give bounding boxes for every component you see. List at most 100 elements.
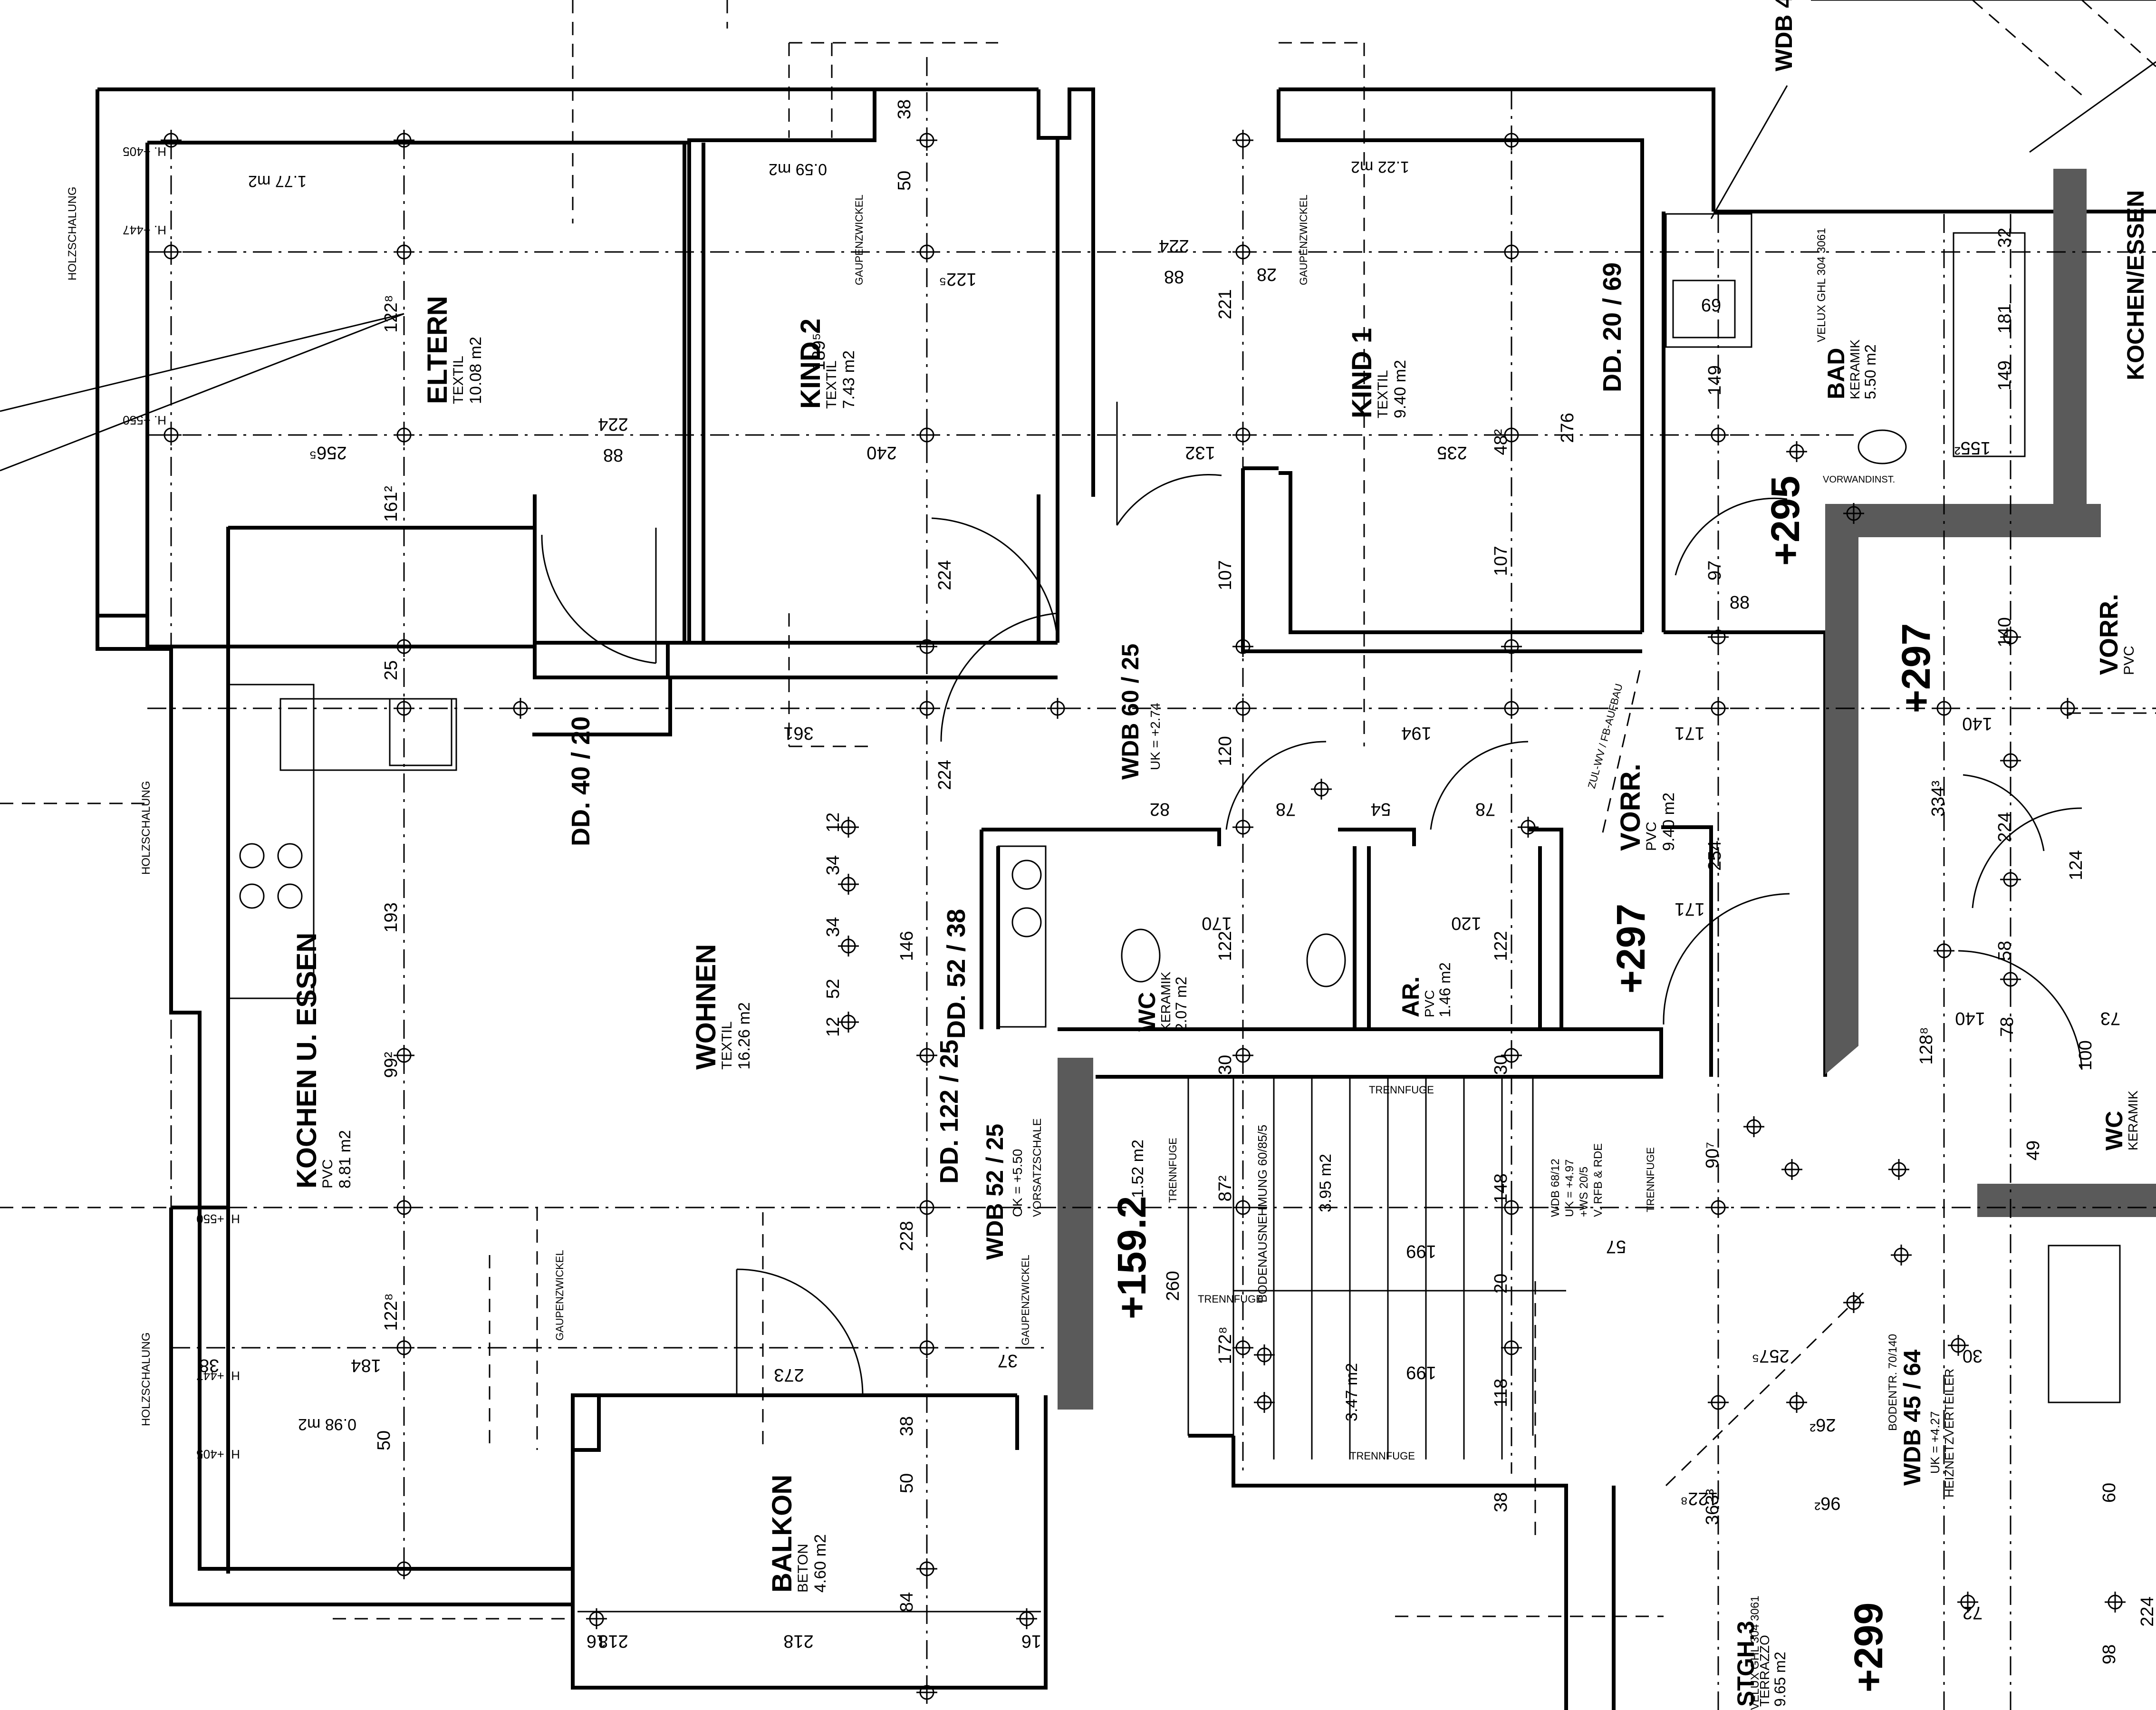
dimension-value: 224 <box>935 760 955 790</box>
roof-lines <box>0 0 2156 472</box>
dimension-value: 254 <box>1705 841 1725 870</box>
dimension-value: 218 <box>783 1631 813 1651</box>
dimension-value: 224 <box>935 560 955 590</box>
room-floor: TERRAZZO <box>1757 1635 1772 1707</box>
dimension-value: 107 <box>1215 560 1235 590</box>
dimension-value: 273 <box>774 1365 804 1385</box>
room-label-kochen: KOCHEN U. ESSEN PVC 8.81 m2 <box>291 933 354 1188</box>
bodenaussparung: BODENAUSNEHMUNG 60/85/5 <box>1255 1125 1270 1303</box>
dimension-value: 82 <box>1150 799 1170 819</box>
dimension-value: 87² <box>1215 1176 1235 1202</box>
dimension-value: 34 <box>823 855 843 875</box>
dimension-value: 78 <box>1997 1017 2017 1037</box>
dimension-value: 171 <box>1675 723 1704 743</box>
dimension-value: 20 <box>1491 1274 1511 1294</box>
gaupenzwickel-2: GAUPENZWICKEL <box>1298 194 1309 285</box>
dimension-value: 28 <box>1257 264 1277 284</box>
room-floor: TEXTIL <box>1375 370 1391 418</box>
opening-wdb-52-25: WDB 52 / 25 <box>982 1124 1008 1260</box>
dimension-value: 149 <box>1705 365 1725 395</box>
opening-dd-122-25: DD. 122 / 25 <box>935 1040 963 1184</box>
dimension-value: 88 <box>1730 593 1750 613</box>
room-floor: PVC <box>1644 821 1659 851</box>
dimension-value: 78 <box>1475 799 1495 819</box>
dimension-value: 228 <box>897 1221 917 1251</box>
dimension-value: 88 <box>1164 267 1184 287</box>
room-area: 5.50 m2 <box>1862 344 1879 399</box>
dimension-value: 60 <box>2099 1483 2119 1503</box>
dimension-value: 334³ <box>1928 781 1948 817</box>
room-area: 16.26 m2 <box>735 1002 753 1070</box>
dimension-value: 122⁸ <box>381 1293 401 1331</box>
dimension-value: 240 <box>866 443 896 463</box>
dimension-value: 16 <box>1021 1631 1041 1651</box>
room-name: WC <box>1134 992 1160 1032</box>
dimension-value: 12 <box>823 812 843 832</box>
dimension-value: 161² <box>381 486 401 522</box>
dimension-value: 120 <box>1451 913 1481 933</box>
dimension-value: 120 <box>1215 736 1235 766</box>
dimension-value: 98 <box>2099 1644 2119 1664</box>
dimension-value: 30 <box>1963 1346 1983 1366</box>
small-area-labels: 1.77 m2 0.59 m2 1.22 m2 0.98 m2 1.52 m2 … <box>248 158 1409 1433</box>
gaupenzwickel-1: GAUPENZWICKEL <box>853 194 865 285</box>
room-name: BALKON <box>767 1475 798 1593</box>
wdb-info-3: +WS 20/5 <box>1578 1167 1590 1217</box>
wdb-info-1: WDB 68/12 <box>1549 1159 1562 1217</box>
dimension-value: 12 <box>823 1017 843 1037</box>
level-159: +159.2 <box>1109 1196 1154 1319</box>
room-name: ELTERN <box>422 296 453 404</box>
room-name: STGH.3 <box>1732 1621 1759 1707</box>
dimension-value: 260 <box>1163 1271 1183 1301</box>
dimension-value: 97 <box>1705 560 1725 580</box>
dimension-value: 256⁵ <box>309 443 346 463</box>
dimension-value: 30 <box>1215 1055 1235 1075</box>
room-floor: KERAMIK <box>1848 339 1862 399</box>
dimension-value: 361 <box>783 723 813 743</box>
kitchen-fixtures <box>227 684 457 999</box>
velux-label: VELUX GHL 304 3061 <box>1815 228 1828 342</box>
room-floor: KERAMIK <box>1158 972 1173 1032</box>
dimension-value: 38 <box>897 1416 917 1436</box>
level-295: +295 <box>1763 476 1808 566</box>
dimension-value: 99² <box>381 1052 401 1078</box>
dimension-value: 132 <box>1185 443 1215 463</box>
dimension-value: 58 <box>1995 941 2015 961</box>
area-label: 3.47 m2 <box>1343 1363 1361 1421</box>
dimension-value: 146 <box>897 931 917 961</box>
room-label-stgh: STGH.3 TERRAZZO 9.65 m2 <box>1732 1621 1789 1707</box>
room-name: AR. <box>1397 976 1424 1017</box>
opening-wdb-52-ok: OK = +5.50 <box>1010 1149 1025 1217</box>
dimension-value: 218 <box>598 1631 628 1651</box>
opening-dd-52-38: DD. 52 / 38 <box>942 909 971 1039</box>
room-name: KIND 2 <box>795 319 826 409</box>
dimension-value: 50 <box>895 171 914 191</box>
room-floor: PVC <box>320 1159 336 1188</box>
holzschalung-3: HOLZSCHALUNG <box>140 1333 153 1426</box>
room-name: KIND 1 <box>1347 328 1377 418</box>
room-floor: TEXTIL <box>719 1021 735 1070</box>
trennfuge-2: TRENNFUGE <box>1369 1084 1434 1096</box>
room-name: WOHNEN <box>691 944 722 1070</box>
dimension-value: 37 <box>998 1351 1018 1371</box>
dimension-value: 199 <box>1406 1241 1436 1261</box>
dimension-value: 96² <box>1815 1493 1841 1513</box>
dimension-value: 122 <box>1215 931 1235 961</box>
dimension-value: 276 <box>1558 413 1578 443</box>
trennfuge-1: TRENNFUGE <box>1167 1138 1179 1203</box>
trennfuge-3: TRENNFUGE <box>1198 1293 1263 1305</box>
room-area: 9.40 m2 <box>1391 360 1409 418</box>
dimension-value: 26² <box>1810 1415 1836 1435</box>
dimension-value: 224 <box>2137 1596 2156 1626</box>
room-name: BAD <box>1823 348 1849 399</box>
dimension-value: 50 <box>897 1473 917 1493</box>
holzschalung-2: HOLZSCHALUNG <box>140 781 153 875</box>
dimension-value: 118 <box>1491 1379 1511 1408</box>
room-name: WC <box>2101 1111 2127 1150</box>
area-label: 0.59 m2 <box>769 160 827 178</box>
door-swings <box>541 402 2083 1396</box>
dimension-value: 170 <box>1202 913 1232 933</box>
vorwandinstallation: VORWANDINST. <box>1823 474 1895 485</box>
bodentr: BODENTR. 70/140 <box>1886 1334 1899 1431</box>
